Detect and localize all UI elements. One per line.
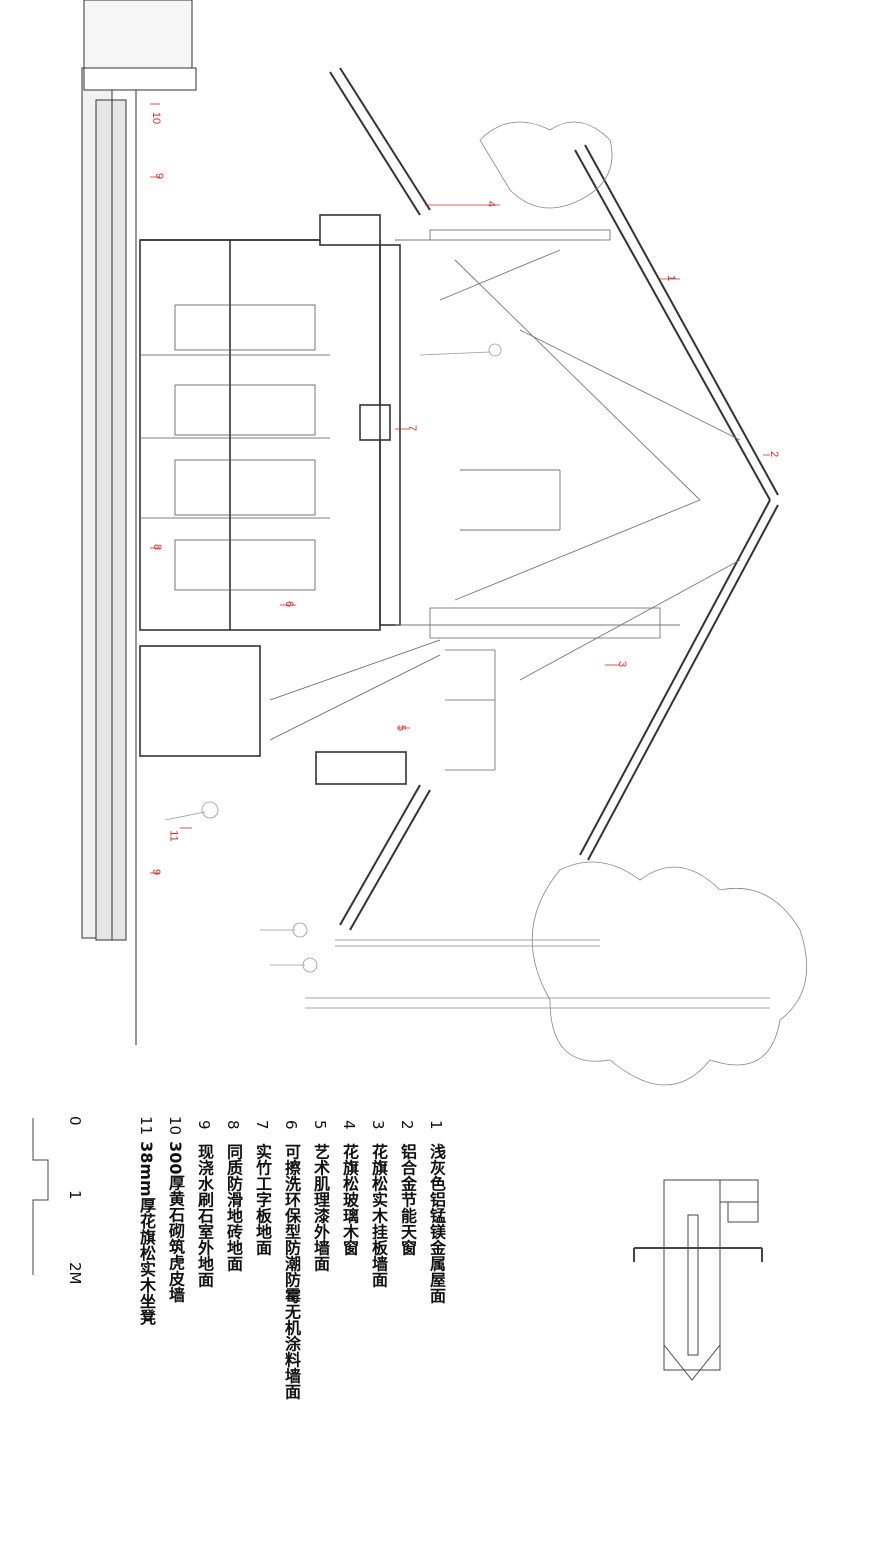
scale-bar [32,1118,49,1275]
tag-11: 11 [167,830,180,842]
stair [269,639,496,771]
roof [329,67,779,931]
stone-wall-block [83,0,197,91]
tag-3: 3 [616,660,629,668]
attic-perspective [395,229,741,681]
hall-section [139,214,407,785]
interior-panels [140,304,330,591]
tag-2: 2 [768,450,781,458]
tag-7: 7 [406,424,419,432]
foundation-band [81,0,137,1045]
people-figures [164,343,502,973]
tag-8: 8 [151,543,164,551]
tag-9-top: 9 [153,172,166,180]
tag-10: 10 [150,111,163,125]
tag-5: 5 [395,724,408,732]
tag-4: 4 [485,200,498,208]
tag-6: 6 [283,600,296,608]
tree-drawing [305,121,808,1086]
tag-9-bottom: 9 [150,868,163,876]
key-plan [633,1179,763,1381]
tag-leaders [150,103,770,874]
tag-1: 1 [665,274,678,282]
